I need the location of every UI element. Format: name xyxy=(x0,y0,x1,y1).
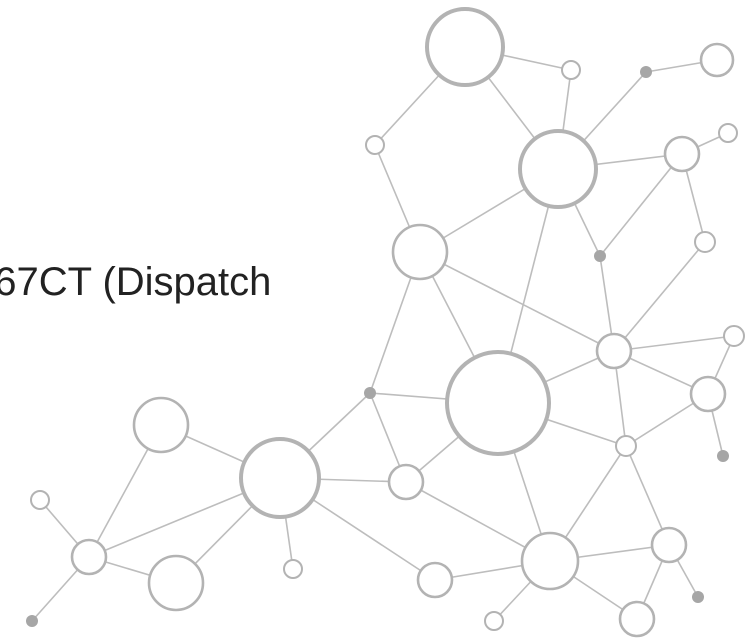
network-node xyxy=(518,129,598,209)
network-node xyxy=(663,135,701,173)
network-node xyxy=(717,450,729,462)
network-node xyxy=(283,559,303,579)
network-nodes xyxy=(26,7,745,638)
network-node xyxy=(26,615,38,627)
network-node xyxy=(699,42,735,78)
network-edge xyxy=(599,153,683,257)
network-node xyxy=(520,531,580,591)
network-node xyxy=(387,463,425,501)
network-node xyxy=(132,396,190,454)
network-node xyxy=(391,223,449,281)
network-edges xyxy=(31,46,735,622)
network-edge xyxy=(613,335,735,352)
network-edge xyxy=(419,251,615,352)
network-node xyxy=(618,600,656,638)
network-node xyxy=(425,7,505,87)
network-node xyxy=(615,435,637,457)
network-node xyxy=(595,332,633,370)
network-node xyxy=(694,231,716,253)
network-node xyxy=(718,123,738,143)
network-node xyxy=(445,350,551,456)
network-node xyxy=(239,437,321,519)
network-node xyxy=(692,591,704,603)
network-node xyxy=(364,387,376,399)
network-edge xyxy=(613,241,706,352)
network-node xyxy=(147,554,205,612)
network-node xyxy=(416,561,454,599)
network-node xyxy=(365,135,385,155)
network-node xyxy=(484,611,504,631)
slide-title: 967CT (Dispatch xyxy=(0,260,272,304)
network-node xyxy=(594,250,606,262)
network-node xyxy=(640,66,652,78)
network-node xyxy=(561,60,581,80)
network-node xyxy=(30,490,50,510)
network-node xyxy=(723,325,745,347)
network-node xyxy=(650,526,688,564)
network-node xyxy=(689,375,727,413)
network-node xyxy=(70,538,108,576)
